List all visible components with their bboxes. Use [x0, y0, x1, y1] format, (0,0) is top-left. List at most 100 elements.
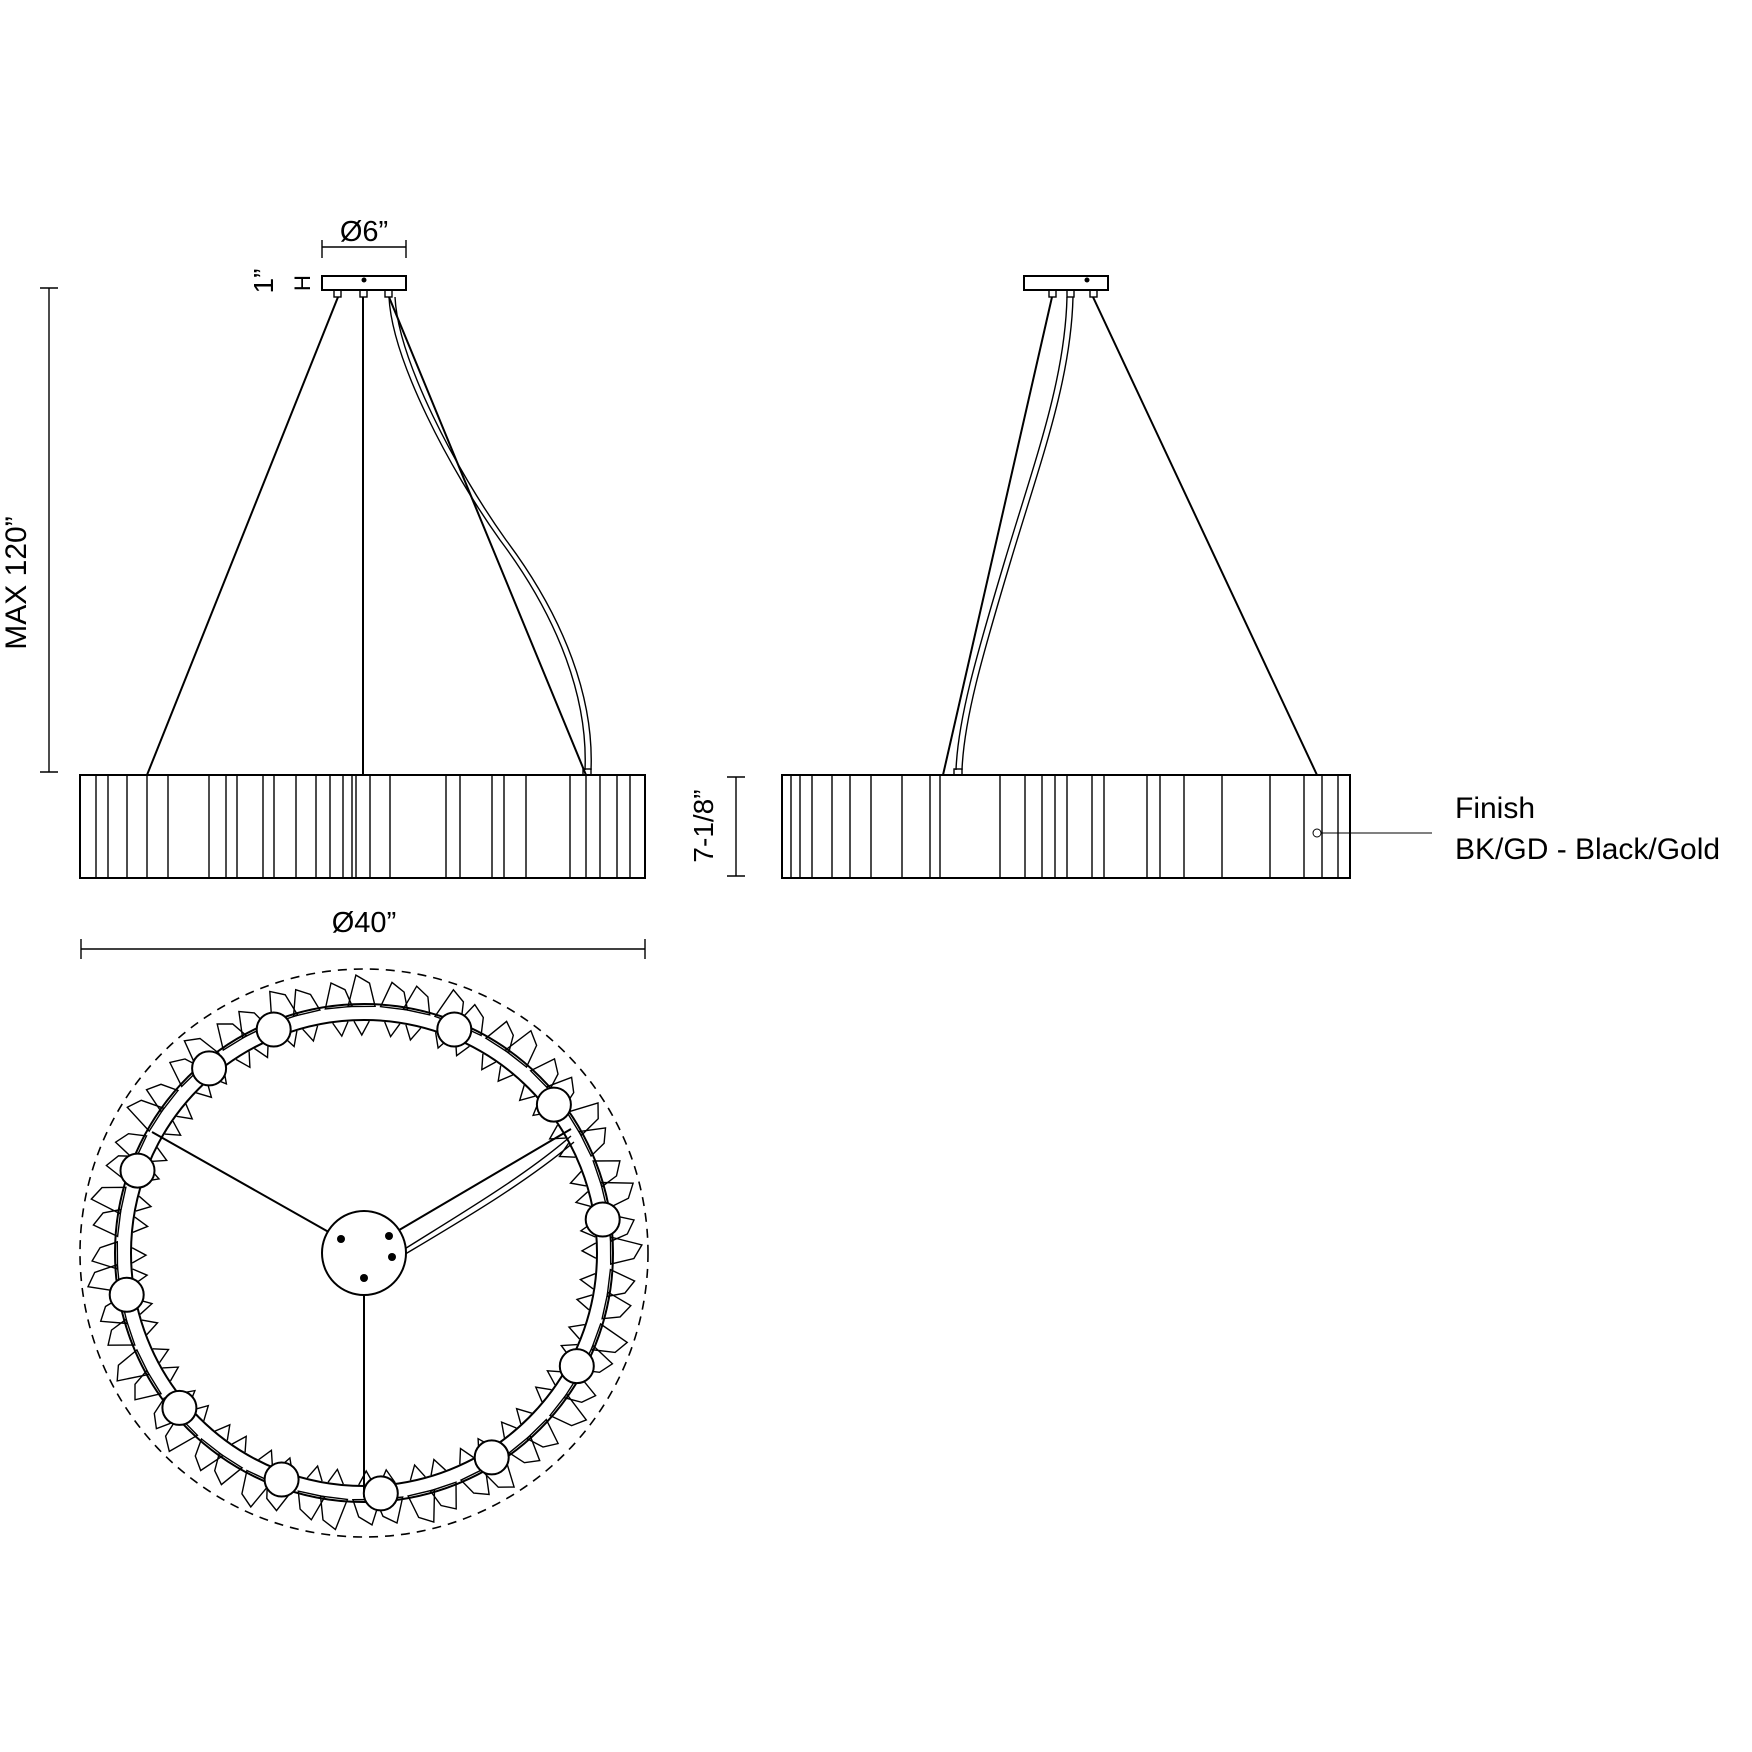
front-body — [79, 774, 646, 879]
crystal-tooth — [91, 1240, 119, 1270]
crystal-tooth — [402, 985, 431, 1016]
crystal-tooth — [592, 1160, 621, 1188]
crystal-tooth — [590, 1322, 629, 1354]
inner-tooth — [534, 1386, 552, 1403]
canopy-height-label: 1” — [248, 269, 279, 294]
crystal-tooth — [297, 1490, 326, 1521]
outline-dashed-circle — [79, 968, 649, 1538]
spoke-cable — [151, 1131, 342, 1240]
crystal-tooth — [292, 988, 321, 1018]
bulb — [263, 1461, 300, 1498]
inner-tooth — [384, 1021, 401, 1039]
dim-body-diameter: Ø40” — [80, 907, 646, 959]
spoke-power-cord — [391, 1135, 572, 1258]
inner-tooth — [430, 1458, 447, 1476]
bulb — [535, 1086, 572, 1123]
crystal-tooth — [347, 974, 376, 1008]
canopy-screw — [361, 277, 367, 283]
cable-gripper — [359, 289, 368, 298]
crystal-tooth — [90, 1186, 127, 1215]
body-diameter-label: Ø40” — [332, 907, 396, 939]
crystal-tooth — [114, 1132, 148, 1162]
canopy-height-marker: H — [290, 275, 315, 291]
crystal-tooth — [86, 1263, 121, 1293]
canopy-point — [360, 1274, 368, 1282]
inner-tooth — [192, 1404, 210, 1421]
power-cord — [394, 296, 592, 771]
bulb — [558, 1348, 595, 1385]
inner-tooth — [558, 1143, 576, 1158]
spoke-cable — [388, 1128, 572, 1237]
inner-tooth — [235, 1051, 251, 1069]
power-cord — [961, 296, 1074, 771]
max-height-label: MAX 120” — [0, 516, 33, 649]
cable-gripper — [1089, 289, 1098, 298]
dim-canopy-height: H 1” — [248, 269, 315, 294]
inner-tooth — [353, 1020, 370, 1037]
crystal-tooth — [529, 1057, 559, 1092]
crystal-tooth — [525, 1418, 560, 1448]
inner-tooth — [497, 1065, 514, 1083]
crystal-tooth — [407, 1488, 436, 1524]
side-body — [781, 774, 1351, 879]
inner-tooth — [500, 1420, 517, 1438]
crystal-tooth — [216, 1023, 248, 1052]
crystal-tooth — [459, 1467, 490, 1496]
inner-tooth — [254, 1041, 269, 1059]
inner-tooth — [231, 1435, 247, 1453]
inner-tooth — [580, 1242, 597, 1259]
inner-tooth — [569, 1170, 587, 1187]
canopy-screw — [1084, 277, 1090, 283]
dim-body-height: 7-1/8” — [688, 776, 745, 877]
inner-tooth — [141, 1319, 159, 1336]
inner-tooth — [258, 1448, 274, 1467]
plan-canopy — [321, 1210, 407, 1296]
spoke-power-cord — [391, 1141, 575, 1263]
crystal-tooth — [455, 1003, 485, 1037]
dim-canopy-diameter: Ø6” — [321, 216, 407, 258]
inner-tooth — [135, 1195, 153, 1212]
crystal-tooth — [606, 1268, 636, 1298]
crystal-tooth — [269, 990, 299, 1025]
inner-tooth — [574, 1191, 592, 1208]
inner-tooth — [578, 1273, 596, 1290]
inner-tooth — [515, 1407, 532, 1425]
finish-heading: Finish — [1455, 792, 1535, 825]
side-body-slats — [790, 776, 1339, 877]
crystal-tooth — [565, 1101, 599, 1137]
dim-max-height: MAX 120” — [0, 287, 58, 773]
light-bulbs — [108, 1011, 621, 1512]
canopy-point — [388, 1253, 396, 1261]
crystal-tooth — [601, 1291, 632, 1320]
inner-tooth — [162, 1366, 180, 1382]
inner-tooth — [405, 1024, 422, 1042]
inner-tooth — [327, 1467, 344, 1485]
crystal-tooth — [194, 1437, 225, 1472]
side-canopy — [1023, 275, 1109, 291]
crystal-tooth — [116, 1348, 150, 1382]
plan-view — [79, 968, 649, 1538]
front-elevation — [79, 275, 646, 879]
power-cord — [955, 296, 1068, 771]
power-cord — [388, 296, 586, 771]
inner-tooth — [546, 1370, 564, 1386]
crystal-tooth — [548, 1392, 588, 1427]
finish-option: BK/GD - Black/Gold — [1455, 833, 1720, 866]
inner-tooth — [152, 1348, 170, 1363]
suspension-cable — [388, 296, 587, 776]
suspension-cable — [1092, 296, 1318, 776]
cable-gripper — [1048, 289, 1057, 298]
inner-tooth — [214, 1423, 231, 1441]
crystal-tooth — [107, 1318, 136, 1346]
crystal-tooth — [319, 1495, 349, 1531]
inner-tooth — [575, 1294, 593, 1311]
crystal-tooth — [563, 1373, 597, 1404]
bulb — [108, 1276, 145, 1313]
canopy-point — [337, 1235, 345, 1243]
ring-outer-edge — [114, 1003, 614, 1503]
suspension-cable — [942, 296, 1053, 776]
inner-tooth — [409, 1463, 426, 1481]
crystal-tooth — [599, 1181, 635, 1210]
